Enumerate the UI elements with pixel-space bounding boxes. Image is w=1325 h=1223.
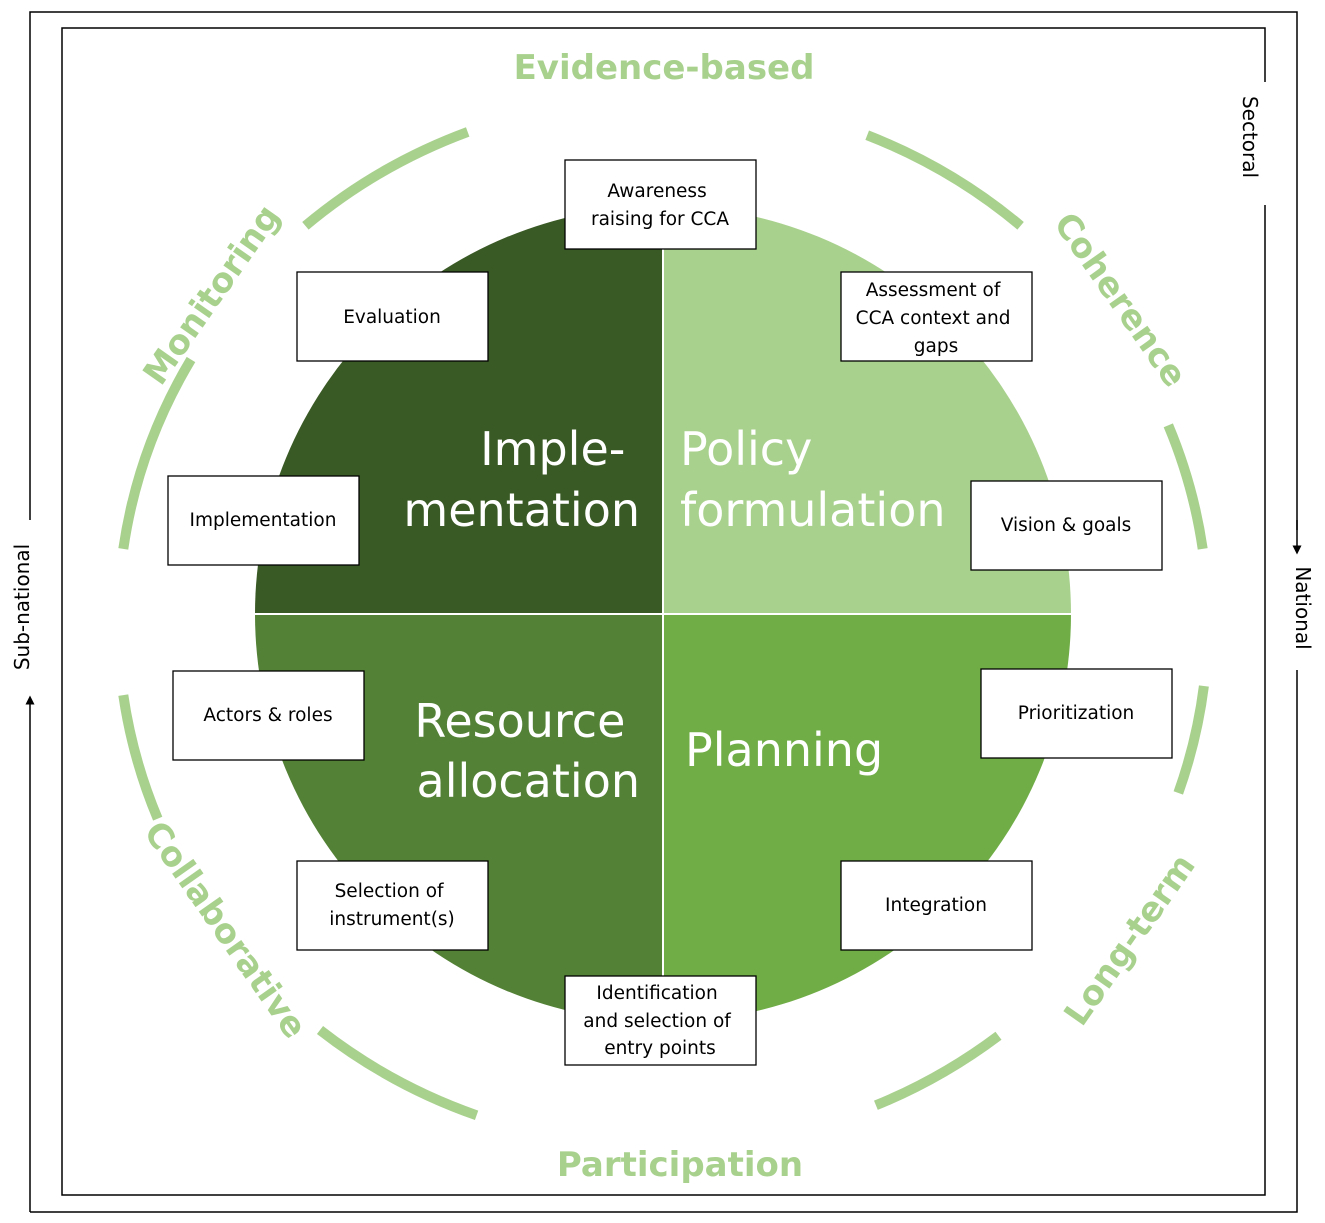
step-actors: Actors & roles bbox=[172, 670, 365, 761]
planning-quadrant bbox=[663, 614, 1071, 1022]
implementation-title: Imple- mentation bbox=[403, 422, 640, 537]
principle-participation: Participation bbox=[557, 1145, 803, 1185]
step-instruments-text: Selection of instrument(s) bbox=[329, 881, 455, 930]
step-integration: Integration bbox=[840, 860, 1033, 951]
ring-arc-longterm-lower bbox=[874, 1031, 1002, 1110]
quadrant-titles: Imple- mentation Policy formulation Reso… bbox=[403, 422, 945, 808]
axis-labels: Sectoral National Sub-national bbox=[10, 96, 1315, 670]
principle-monitoring: Monitoring bbox=[135, 198, 288, 393]
policy-formulation-title-line-2: formulation bbox=[680, 483, 946, 537]
sub-national-label: Sub-national bbox=[10, 544, 34, 670]
policy-formulation-quadrant bbox=[663, 206, 1071, 614]
step-assessment-box bbox=[840, 271, 1033, 362]
resource-allocation-title-line-2: allocation bbox=[417, 754, 641, 808]
quadrants bbox=[250, 200, 1076, 1022]
step-implementation-text: Implementation bbox=[190, 510, 337, 531]
step-prioritization-text: Prioritization bbox=[1018, 703, 1135, 724]
policy-formulation-title: Policy formulation bbox=[680, 422, 946, 537]
step-implementation-box bbox=[167, 475, 360, 566]
inner-frame bbox=[61, 27, 1266, 1196]
implementation-title-line-1: Imple- bbox=[480, 422, 625, 476]
step-assessment-line-2: CCA context and bbox=[856, 308, 1011, 329]
step-entry-points-line-2: and selection of bbox=[583, 1011, 731, 1032]
principle-collaborative: Collaborative bbox=[135, 814, 314, 1046]
step-awareness-box bbox=[564, 159, 757, 250]
step-entry-points-text: Identification and selection of entry po… bbox=[583, 983, 736, 1059]
ring-arc-coherence-lower bbox=[1163, 423, 1208, 550]
step-instruments-box bbox=[296, 860, 489, 951]
step-evaluation-box bbox=[296, 271, 489, 362]
outer-frame bbox=[25, 11, 1302, 1213]
ring-arc-evidence-right bbox=[865, 130, 1024, 230]
step-boxes: Awareness raising for CCA Assessment of … bbox=[167, 159, 1173, 1066]
sectoral-label: Sectoral bbox=[1238, 96, 1262, 178]
resource-allocation-title: Resource allocation bbox=[414, 694, 640, 808]
step-prioritization: Prioritization bbox=[980, 668, 1173, 759]
national-label: National bbox=[1291, 566, 1315, 649]
step-integration-text: Integration bbox=[885, 895, 987, 916]
policy-formulation-title-line-1: Policy bbox=[680, 422, 812, 476]
frame-top-right-line bbox=[29, 11, 1298, 530]
step-awareness: Awareness raising for CCA bbox=[564, 159, 757, 250]
step-instruments-line-1: Selection of bbox=[335, 881, 444, 902]
principle-long-term: Long-term bbox=[1056, 847, 1203, 1033]
step-assessment-text: Assessment of CCA context and gaps bbox=[856, 280, 1017, 357]
ring-arc-evidence-left bbox=[302, 127, 470, 230]
principles-ring bbox=[118, 127, 1209, 1121]
step-awareness-text: Awareness raising for CCA bbox=[591, 181, 729, 230]
step-assessment: Assessment of CCA context and gaps bbox=[840, 271, 1033, 362]
step-actors-text: Actors & roles bbox=[203, 705, 332, 726]
step-awareness-line-1: Awareness bbox=[607, 181, 706, 202]
step-vision-text: Vision & goals bbox=[1001, 515, 1132, 536]
ring-arc-collaborative-upper bbox=[118, 694, 163, 821]
frame-bottom-line bbox=[30, 670, 1298, 1213]
step-entry-points: Identification and selection of entry po… bbox=[564, 975, 757, 1066]
principle-evidence-based: Evidence-based bbox=[514, 48, 815, 88]
step-implementation: Implementation bbox=[167, 475, 360, 566]
ring-arc-participation-left bbox=[316, 1026, 479, 1121]
step-instruments-line-2: instrument(s) bbox=[329, 909, 455, 930]
step-entry-points-line-3: entry points bbox=[604, 1038, 716, 1059]
ring-arc-monitoring-lower bbox=[118, 356, 196, 550]
step-awareness-line-2: raising for CCA bbox=[591, 209, 729, 230]
step-entry-points-box bbox=[564, 975, 757, 1066]
step-vision-box bbox=[970, 480, 1163, 571]
planning-title: Planning bbox=[685, 723, 883, 777]
step-actors-box bbox=[172, 670, 365, 761]
step-assessment-line-1: Assessment of bbox=[866, 280, 1001, 301]
step-evaluation-text: Evaluation bbox=[343, 307, 441, 328]
step-entry-points-line-1: Identification bbox=[596, 983, 717, 1004]
ring-arc-longterm-upper bbox=[1173, 685, 1209, 795]
step-evaluation: Evaluation bbox=[296, 271, 489, 362]
step-vision: Vision & goals bbox=[970, 480, 1163, 571]
step-assessment-line-3: gaps bbox=[914, 336, 958, 357]
inner-frame-main bbox=[61, 27, 1266, 1196]
implementation-title-line-2: mentation bbox=[403, 483, 640, 537]
step-prioritization-box bbox=[980, 668, 1173, 759]
step-integration-box bbox=[840, 860, 1033, 951]
principle-coherence: Coherence bbox=[1045, 205, 1194, 394]
step-instruments: Selection of instrument(s) bbox=[296, 860, 489, 951]
resource-allocation-title-line-1: Resource bbox=[414, 694, 625, 748]
